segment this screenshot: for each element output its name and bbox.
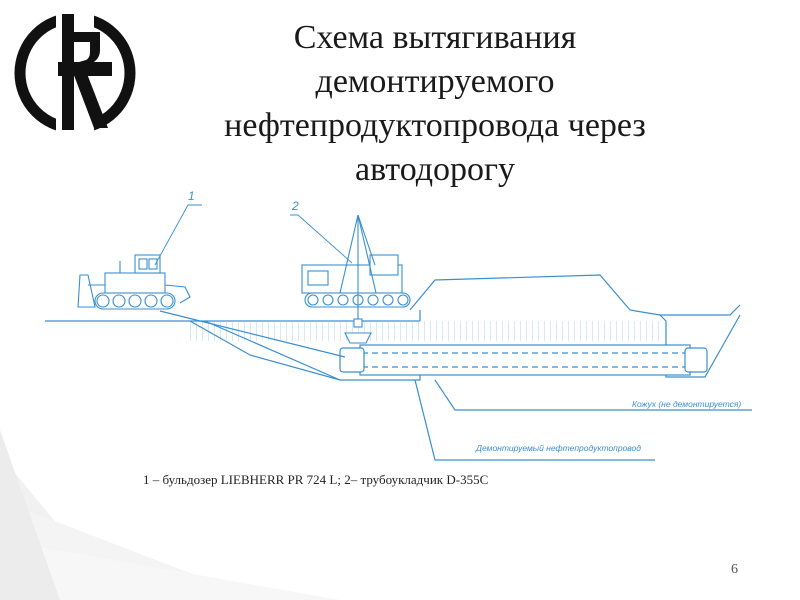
company-logo [14,12,136,134]
bulldozer [77,254,191,310]
pipeline-label: Демонтируемый нефтепродуктопровод [475,443,641,453]
pipeline-leader [414,379,655,461]
callout-1: 1 [188,189,195,203]
right-trench [659,314,741,378]
pipeline-extraction-diagram: 1 2 Кожух (не демонтируется) Демонтируем… [45,189,752,461]
callout-1-leader [154,204,202,266]
title-line: автодорогу [355,151,515,188]
title-line: демонтируемого [315,63,555,100]
excavation-hatch [190,321,660,341]
callout-2-leader [290,214,353,264]
casing [359,344,691,376]
casing-leader [434,379,752,411]
road-embankment [409,274,741,316]
page-number: 6 [731,562,738,577]
callout-2: 2 [291,199,299,213]
pull-cable [159,310,346,358]
pipelayer [301,214,411,344]
slide-title: Схема вытягивания демонтируемого нефтепр… [170,16,700,192]
title-line: Схема вытягивания [293,19,577,56]
figure-caption: 1 – бульдозер LIEBHERR PR 724 L; 2– труб… [143,472,489,487]
casing-label: Кожух (не демонтируется) [632,399,741,409]
title-line: нефтепродуктопровода через [224,107,646,144]
